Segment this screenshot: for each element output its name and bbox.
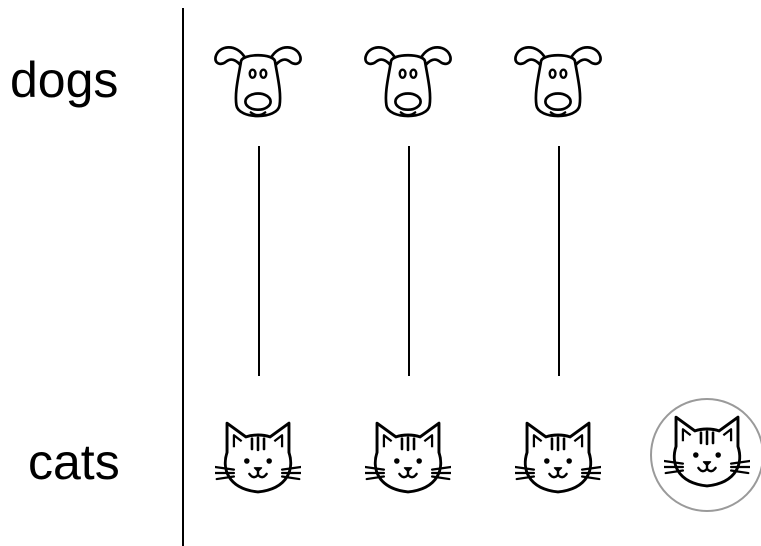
dog-face-icon <box>213 35 303 125</box>
cat-face-icon <box>515 418 601 504</box>
vertical-divider <box>182 8 184 546</box>
dogs-row-label: dogs <box>10 52 119 108</box>
cat-face-icon <box>365 418 451 504</box>
pair-connector-line <box>408 146 410 376</box>
pair-connector-line <box>258 146 260 376</box>
dog-face-icon <box>513 35 603 125</box>
unpaired-cat-face-icon <box>664 412 750 498</box>
dog-face-icon <box>363 35 453 125</box>
pair-connector-line <box>558 146 560 376</box>
cat-face-icon <box>215 418 301 504</box>
cats-row-label: cats <box>28 434 120 490</box>
